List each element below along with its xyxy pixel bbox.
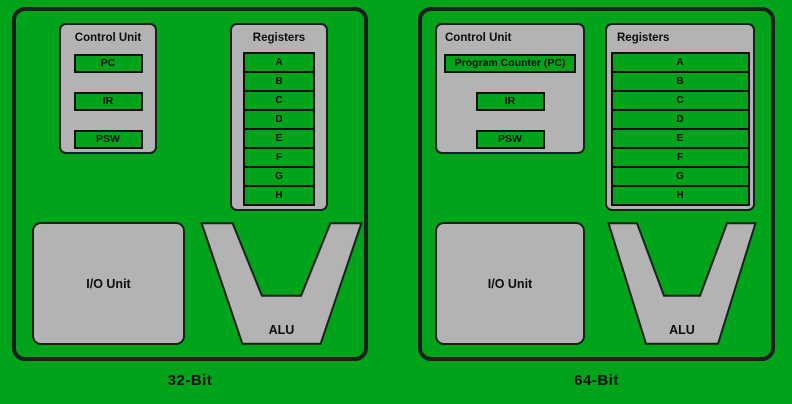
register-row: A <box>612 54 748 73</box>
alu-v-shape-icon <box>607 222 757 345</box>
io-unit-box-32: I/O Unit <box>32 222 185 345</box>
io-unit-box-64: I/O Unit <box>435 222 585 345</box>
alu-label: ALU <box>669 323 695 337</box>
alu-shape-64: ALU <box>607 222 757 345</box>
cpu-panel-64bit: Control Unit Program Counter (PC) IR PSW R… <box>418 7 775 361</box>
control-unit-register: PC <box>73 54 143 73</box>
registers-title: Registers <box>252 32 306 44</box>
registers-title: Registers <box>617 32 670 44</box>
register-row: G <box>612 168 748 187</box>
register-row: C <box>245 92 313 111</box>
register-row: G <box>245 168 313 187</box>
register-row: A <box>245 54 313 73</box>
alu-v-shape-icon <box>200 222 363 345</box>
control-unit-register: IR <box>475 92 545 111</box>
control-unit-box-64: Control Unit Program Counter (PC) IR PSW <box>435 23 585 154</box>
control-unit-register: Program Counter (PC) <box>444 54 576 73</box>
panel-caption-64bit: 64-Bit <box>574 372 619 389</box>
control-unit-register: IR <box>73 92 143 111</box>
io-unit-label: I/O Unit <box>487 276 533 291</box>
control-unit-register: PSW <box>475 130 545 149</box>
register-row: F <box>245 149 313 168</box>
register-row: E <box>245 130 313 149</box>
control-unit-title: Control Unit <box>74 32 142 44</box>
control-unit-title: Control Unit <box>445 32 512 44</box>
control-unit-register: PSW <box>73 130 143 149</box>
control-unit-register-list: Program Counter (PC) IR PSW <box>437 45 583 149</box>
register-row: B <box>612 73 748 92</box>
panel-caption-32bit: 32-Bit <box>167 372 213 389</box>
control-unit-box-32: Control Unit PC IR PSW <box>59 23 157 154</box>
io-unit-label: I/O Unit <box>86 276 131 291</box>
alu-label: ALU <box>268 323 295 337</box>
register-row: D <box>612 111 748 130</box>
register-row: B <box>245 73 313 92</box>
control-unit-register-list: PC IR PSW <box>61 45 155 149</box>
register-row: E <box>612 130 748 149</box>
register-row: H <box>612 187 748 204</box>
register-row: D <box>245 111 313 130</box>
register-row: F <box>612 149 748 168</box>
register-row: C <box>612 92 748 111</box>
alu-shape-32: ALU <box>200 222 363 345</box>
register-row: H <box>245 187 313 204</box>
